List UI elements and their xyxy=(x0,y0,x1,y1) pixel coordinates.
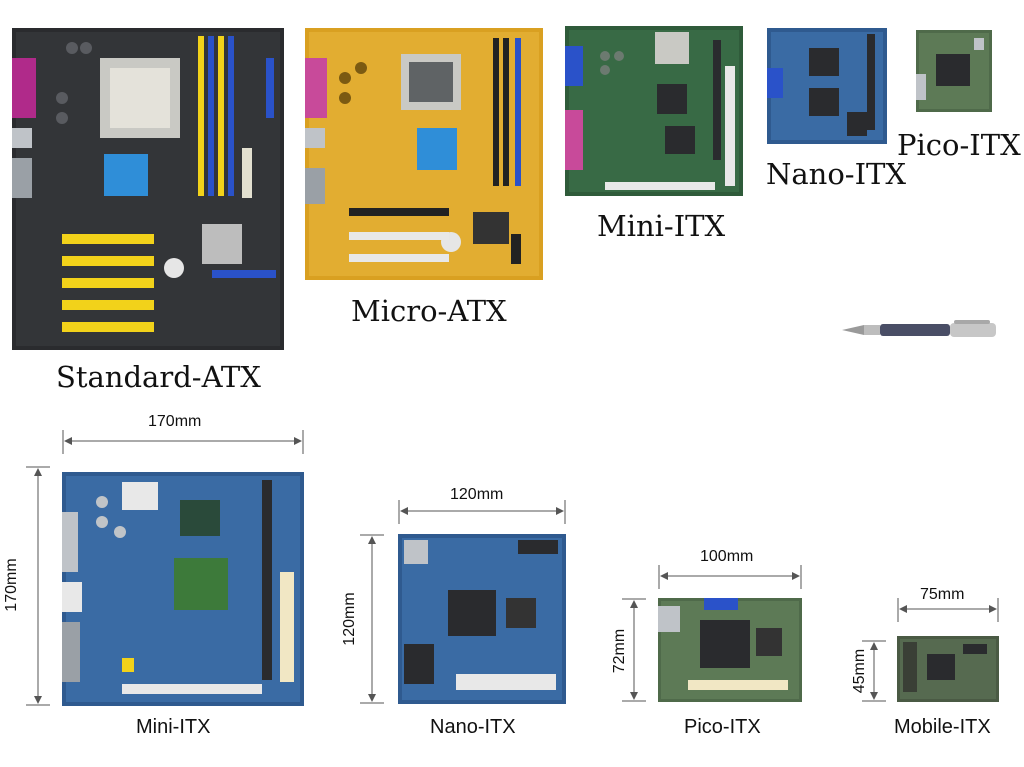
pico-itx-label-top: Pico-ITX xyxy=(897,128,1021,162)
micro-atx-label: Micro-ATX xyxy=(351,294,507,328)
mobile-itx-board-image xyxy=(897,636,999,702)
pico-itx-board-image xyxy=(658,598,802,702)
nano-itx-board-image xyxy=(398,534,566,704)
nano-itx-board-image-top xyxy=(767,28,887,144)
mobile-itx-width-label: 75mm xyxy=(920,586,965,603)
mini-itx-height-label: 170mm xyxy=(3,558,20,612)
pico-itx-label: Pico-ITX xyxy=(684,716,761,738)
mobile-itx-label: Mobile-ITX xyxy=(894,716,991,738)
nano-itx-height-label: 120mm xyxy=(341,592,358,646)
pico-itx-board-image-top xyxy=(916,30,992,112)
mobile-itx-width-arrow xyxy=(897,598,999,622)
pico-itx-width-label: 100mm xyxy=(700,548,754,565)
nano-itx-height-arrow xyxy=(360,534,384,704)
mini-itx-label-top: Mini-ITX xyxy=(597,209,726,243)
mobile-itx-height-arrow xyxy=(862,640,886,702)
nano-itx-label-top: Nano-ITX xyxy=(766,157,907,191)
mini-itx-width-label: 170mm xyxy=(148,413,202,430)
pico-itx-height-label: 72mm xyxy=(611,628,628,674)
standard-atx-label: Standard-ATX xyxy=(56,360,261,394)
nano-itx-width-arrow xyxy=(398,500,566,524)
fountain-pen-image xyxy=(842,320,996,337)
pico-itx-width-arrow xyxy=(658,565,802,589)
nano-itx-width-label: 120mm xyxy=(450,486,504,503)
mini-itx-height-arrow xyxy=(26,466,50,706)
mini-itx-board-image xyxy=(62,472,304,706)
mini-itx-width-arrow xyxy=(62,430,304,454)
standard-atx-board-image xyxy=(12,28,284,350)
mini-itx-board-image-top xyxy=(565,26,743,196)
pico-itx-height-arrow xyxy=(622,598,646,702)
micro-atx-board-image xyxy=(305,28,543,280)
mobile-itx-height-label: 45mm xyxy=(851,648,868,694)
mini-itx-label: Mini-ITX xyxy=(136,716,211,738)
nano-itx-label: Nano-ITX xyxy=(430,716,516,738)
